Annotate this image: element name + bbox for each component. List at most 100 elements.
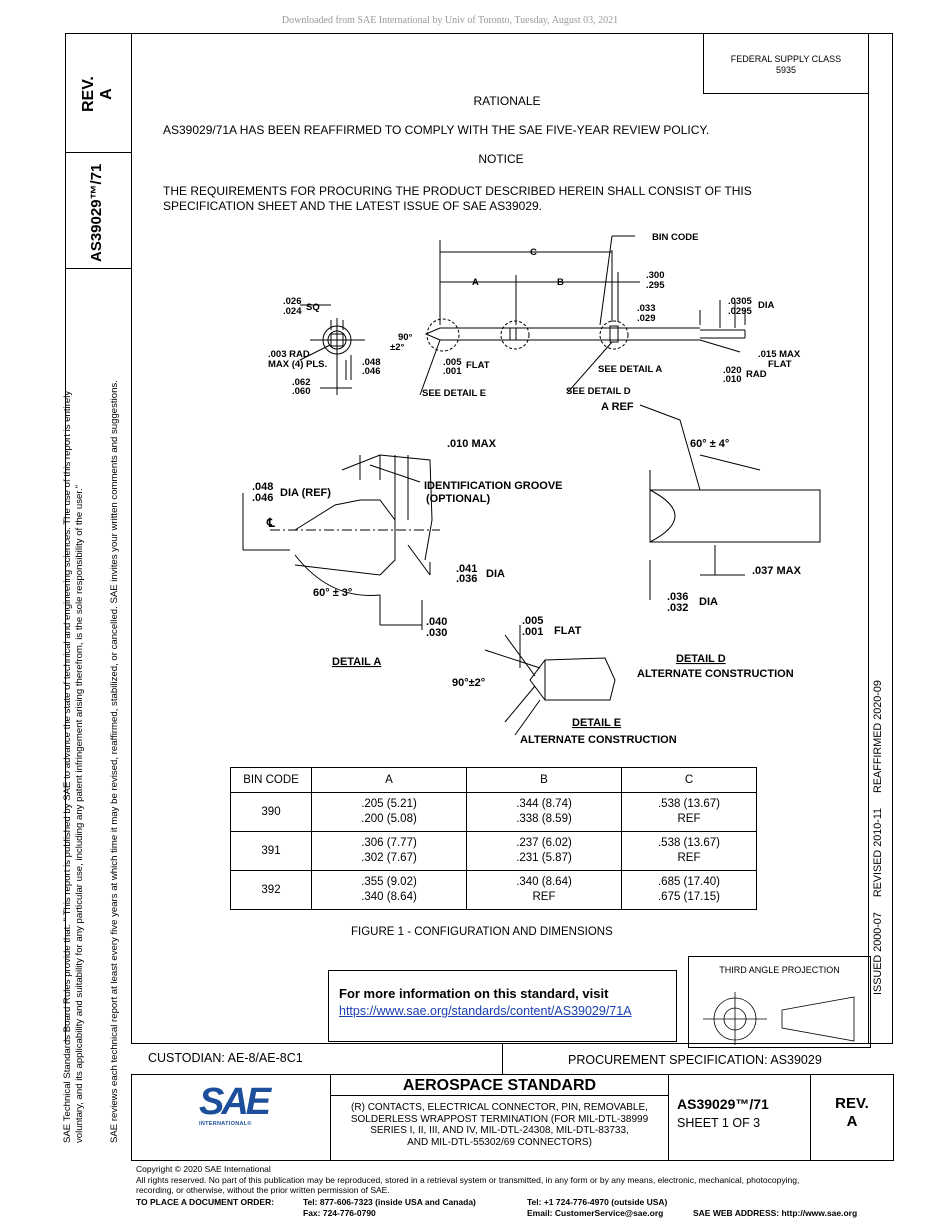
dim-029: .029 xyxy=(637,313,656,324)
dim-max4: MAX (4) PLS. xyxy=(268,359,327,370)
dim-a: A xyxy=(472,277,479,288)
detail-e-title: DETAIL E xyxy=(572,717,621,729)
dim-a-ref: A REF xyxy=(601,401,634,413)
dim-015-max: .015 MAX xyxy=(758,349,801,360)
title-description: (R) CONTACTS, ELECTRICAL CONNECTOR, PIN,… xyxy=(350,1102,649,1148)
notice-heading: NOTICE xyxy=(478,152,524,166)
dim-0295: .0295 xyxy=(728,306,752,317)
custodian: CUSTODIAN: AE-8/AE-8C1 xyxy=(148,1051,303,1065)
dim-041: .041 xyxy=(456,563,477,575)
more-info-box: For more information on this standard, v… xyxy=(328,970,677,1042)
dim-010-max: .010 MAX xyxy=(447,438,497,450)
more-info-label: For more information on this standard, v… xyxy=(339,986,609,1001)
dim-036-b: .036 xyxy=(667,591,688,603)
table-cell: .306 (7.77).302 (7.67) xyxy=(311,831,467,871)
dim-295: .295 xyxy=(646,280,665,291)
dim-048-small: .048 xyxy=(362,357,381,368)
dim-60deg-4: 60° ± 4° xyxy=(690,438,729,450)
table-cell: .237 (6.02).231 (5.87) xyxy=(466,831,622,871)
sae-logo: SAE INTERNATIONAL® xyxy=(199,1081,271,1127)
dim-024: .024 xyxy=(283,306,302,317)
dim-037-max: .037 MAX xyxy=(752,565,802,577)
contact-drawing: BIN CODE C A B .300 .295 .033 .029 .0305… xyxy=(242,232,821,746)
label-optional: (OPTIONAL) xyxy=(426,493,490,505)
label-identification-groove: IDENTIFICATION GROOVE xyxy=(424,480,563,492)
table-header: B xyxy=(466,767,622,793)
label-bin-code: BIN CODE xyxy=(652,232,698,243)
title-rev: REV. A xyxy=(835,1095,869,1130)
order-phone-outside: Tel: +1 724-776-4970 (outside USA) Email… xyxy=(527,1197,668,1218)
table-row: 392 .355 (9.02).340 (8.64) .340 (8.64)RE… xyxy=(230,870,757,910)
figure-caption: FIGURE 1 - CONFIGURATION AND DIMENSIONS xyxy=(351,926,613,938)
table-cell: 391 xyxy=(230,831,312,871)
order-label: TO PLACE A DOCUMENT ORDER: xyxy=(136,1197,275,1207)
table-cell: .538 (13.67)REF xyxy=(621,831,757,871)
table-header: A xyxy=(311,767,467,793)
centerline-symbol: ℄ xyxy=(266,516,275,530)
table-cell: .355 (9.02).340 (8.64) xyxy=(311,870,467,910)
dim-dia-ref: DIA (REF) xyxy=(280,487,331,499)
bin-code-table: BIN CODE A B C 390 .205 (5.21).200 (5.08… xyxy=(230,767,757,910)
dim-048: .048 xyxy=(252,481,273,493)
detail-d-subtitle: ALTERNATE CONSTRUCTION xyxy=(637,668,794,680)
dim-032: .032 xyxy=(667,602,688,614)
order-phone-inside: Tel: 877-606-7323 (inside USA and Canada… xyxy=(303,1197,476,1218)
dim-pm2: ±2° xyxy=(390,342,404,353)
rationale-heading: RATIONALE xyxy=(473,94,541,108)
dim-sq: SQ xyxy=(306,302,320,313)
table-cell: .685 (17.40).675 (17.15) xyxy=(621,870,757,910)
table-header-row: BIN CODE A B C xyxy=(230,767,757,793)
dim-dia-3: DIA xyxy=(699,596,718,608)
callout-see-detail-a: SEE DETAIL A xyxy=(598,364,662,375)
third-angle-projection-box: THIRD ANGLE PROJECTION xyxy=(688,956,871,1048)
callout-see-detail-d: SEE DETAIL D xyxy=(566,386,631,397)
projection-symbol-icon xyxy=(703,992,855,1045)
dim-flat-3: FLAT xyxy=(554,625,582,637)
detail-a-title: DETAIL A xyxy=(332,656,381,668)
dim-026: .026 xyxy=(283,296,302,307)
standard-link[interactable]: https://www.sae.org/standards/content/AS… xyxy=(339,1004,632,1018)
download-note: Downloaded from SAE International by Uni… xyxy=(281,15,619,26)
rationale-text: AS39029/71A HAS BEEN REAFFIRMED TO COMPL… xyxy=(163,123,710,137)
table-cell: .344 (8.74).338 (8.59) xyxy=(466,792,622,832)
dim-c: C xyxy=(530,247,537,258)
title-doc-number: AS39029™/71 xyxy=(677,1096,769,1112)
sheet-number: SHEET 1 OF 3 xyxy=(677,1116,761,1130)
dim-003-rad: .003 RAD xyxy=(268,349,310,360)
dim-010: .010 xyxy=(723,374,742,385)
table-header: C xyxy=(621,767,757,793)
table-cell: .538 (13.67)REF xyxy=(621,792,757,832)
notice-text: THE REQUIREMENTS FOR PROCURING THE PRODU… xyxy=(163,184,752,213)
table-row: 390 .205 (5.21).200 (5.08) .344 (8.74).3… xyxy=(230,792,757,832)
table-cell: .205 (5.21).200 (5.08) xyxy=(311,792,467,832)
dim-001-b: .001 xyxy=(522,626,543,638)
dim-60deg-3: 60° ± 3° xyxy=(313,587,352,599)
dim-033: .033 xyxy=(637,303,656,314)
table-header: BIN CODE xyxy=(230,767,312,793)
detail-e-subtitle: ALTERNATE CONSTRUCTION xyxy=(520,734,677,746)
procurement-spec: PROCUREMENT SPECIFICATION: AS39029 xyxy=(568,1053,822,1067)
table-cell: 390 xyxy=(230,792,312,832)
dim-062: .062 xyxy=(292,377,311,388)
dim-005: .005 xyxy=(443,357,462,368)
federal-supply-class: FEDERAL SUPPLY CLASS 5935 xyxy=(730,54,842,75)
table-row: 391 .306 (7.77).302 (7.67) .237 (6.02).2… xyxy=(230,831,757,871)
third-angle-label: THIRD ANGLE PROJECTION xyxy=(719,965,840,975)
dim-005-b: .005 xyxy=(522,615,543,627)
dim-300: .300 xyxy=(646,270,665,281)
title-heading: AEROSPACE STANDARD xyxy=(402,1077,597,1094)
dim-b: B xyxy=(557,277,564,288)
dim-046-small: .046 xyxy=(362,366,381,377)
dim-001: .001 xyxy=(443,366,462,377)
copyright-footer: Copyright © 2020 SAE International All r… xyxy=(136,1164,800,1195)
table-cell: 392 xyxy=(230,870,312,910)
dim-rad: RAD xyxy=(746,369,767,380)
callout-see-detail-e: SEE DETAIL E xyxy=(422,388,486,399)
dim-90deg: 90° xyxy=(398,332,413,343)
dim-060: .060 xyxy=(292,386,311,397)
dim-90deg-e: 90°±2° xyxy=(452,677,485,689)
table-cell: .340 (8.64)REF xyxy=(466,870,622,910)
dim-flat-1: FLAT xyxy=(466,360,490,371)
dim-dia-2: DIA xyxy=(486,568,505,580)
dim-046: .046 xyxy=(252,492,273,504)
